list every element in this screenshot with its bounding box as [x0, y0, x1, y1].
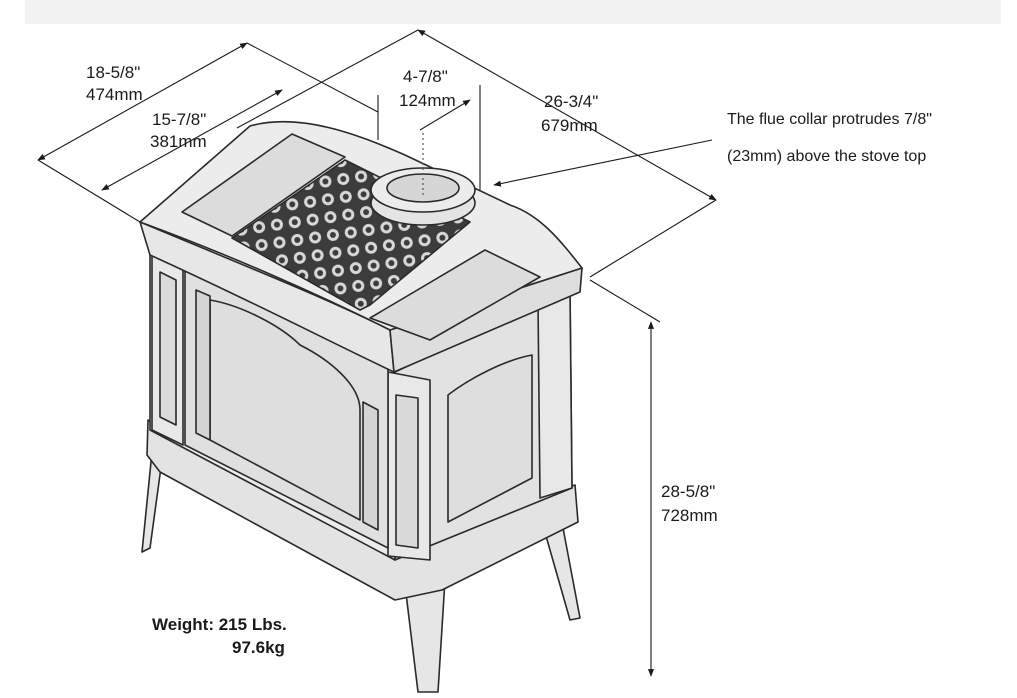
height-inches: 28-5/8"	[661, 482, 715, 501]
inner-depth-inches: 15-7/8"	[152, 110, 206, 129]
weight-lbs: Weight: 215 Lbs.	[152, 615, 287, 634]
weight-kg: 97.6kg	[232, 638, 285, 657]
side-depth-mm: 474mm	[86, 85, 143, 104]
side-depth-inches: 18-5/8"	[86, 63, 140, 82]
side-panel	[447, 354, 533, 523]
door-glass	[209, 299, 361, 521]
inner-depth-mm: 381mm	[150, 132, 207, 151]
flue-offset-mm: 124mm	[399, 91, 456, 110]
width-mm: 679mm	[541, 116, 598, 135]
flue-note-line1: The flue collar protrudes 7/8"	[727, 111, 932, 128]
top-band	[25, 0, 1001, 24]
flue-note-line2: (23mm) above the stove top	[727, 148, 926, 165]
flue-offset-inches: 4-7/8"	[403, 67, 448, 86]
height-mm: 728mm	[661, 506, 718, 525]
flue-collar	[370, 167, 476, 226]
side-right-pillar	[537, 289, 573, 499]
top-right-panel	[369, 249, 541, 341]
width-inches: 26-3/4"	[544, 92, 598, 111]
stove-illustration	[139, 120, 583, 693]
dimension-lines	[37, 29, 717, 677]
